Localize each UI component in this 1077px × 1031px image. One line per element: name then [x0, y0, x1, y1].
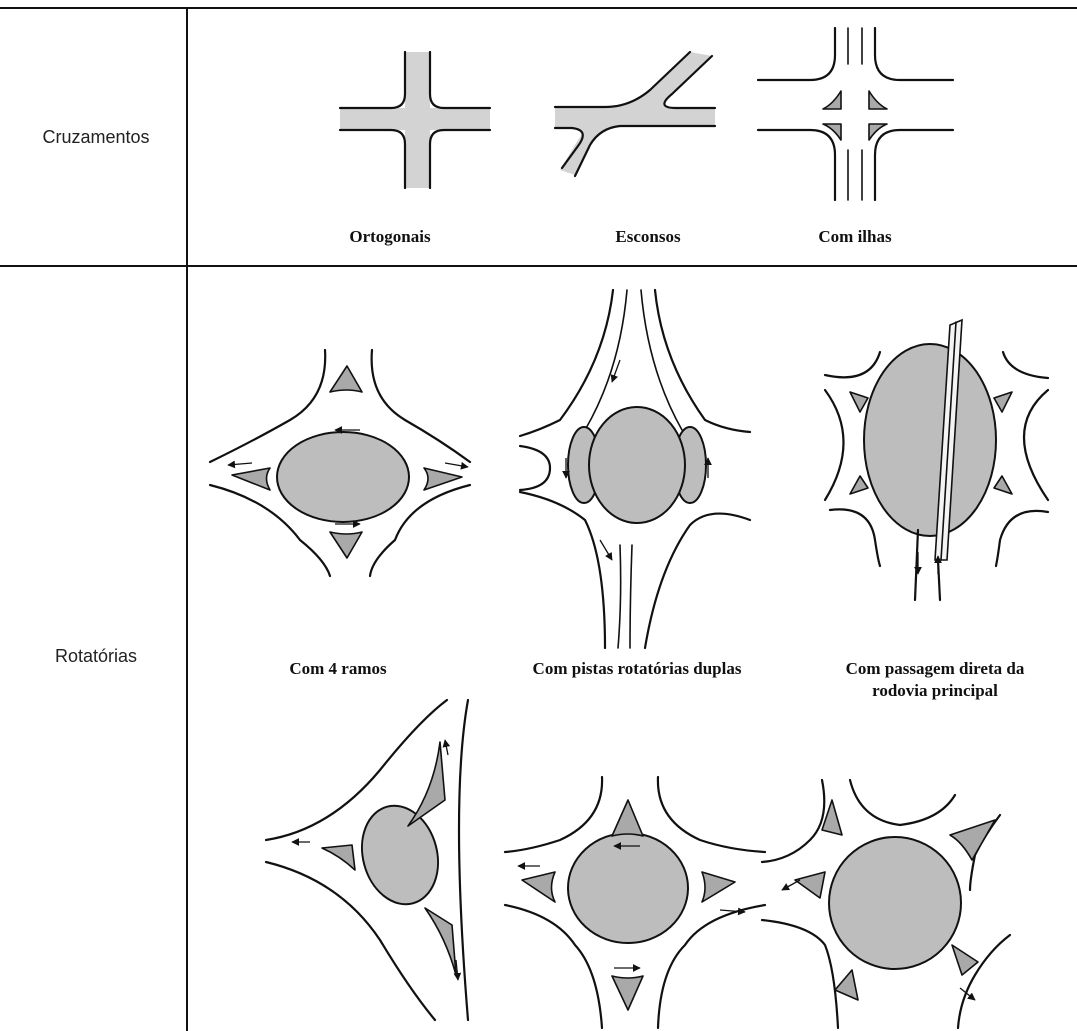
- crossing-with-islands-figure: [758, 28, 953, 200]
- island: [823, 124, 841, 140]
- caption-passagem-direta-line1: Com passagem direta da: [846, 659, 1025, 678]
- row-label-cruzamentos: Cruzamentos: [42, 127, 149, 147]
- caption-com-4-ramos: Com 4 ramos: [289, 659, 387, 678]
- roundabout-4-legs-figure: [210, 350, 470, 576]
- caption-passagem-direta-line2: rodovia principal: [872, 681, 998, 700]
- roundabout-3-legs-figure: [266, 700, 468, 1020]
- roundabout-double-lanes-figure: [520, 290, 750, 648]
- roundabout-multi-legs-figure: [762, 780, 1010, 1028]
- skewed-crossing-figure: [555, 52, 715, 176]
- island: [869, 91, 887, 109]
- caption-ortogonais: Ortogonais: [349, 227, 431, 246]
- roundabout-direct-passage-figure: [825, 320, 1048, 600]
- island: [823, 91, 841, 109]
- caption-pistas-duplas: Com pistas rotatórias duplas: [533, 659, 742, 678]
- row-label-rotatorias: Rotatórias: [55, 646, 137, 666]
- island: [869, 124, 887, 140]
- caption-esconsos: Esconsos: [615, 227, 681, 246]
- roundabout-4-legs-round-figure: [505, 777, 765, 1028]
- caption-com-ilhas: Com ilhas: [818, 227, 892, 246]
- orthogonal-crossing-figure: [340, 52, 490, 188]
